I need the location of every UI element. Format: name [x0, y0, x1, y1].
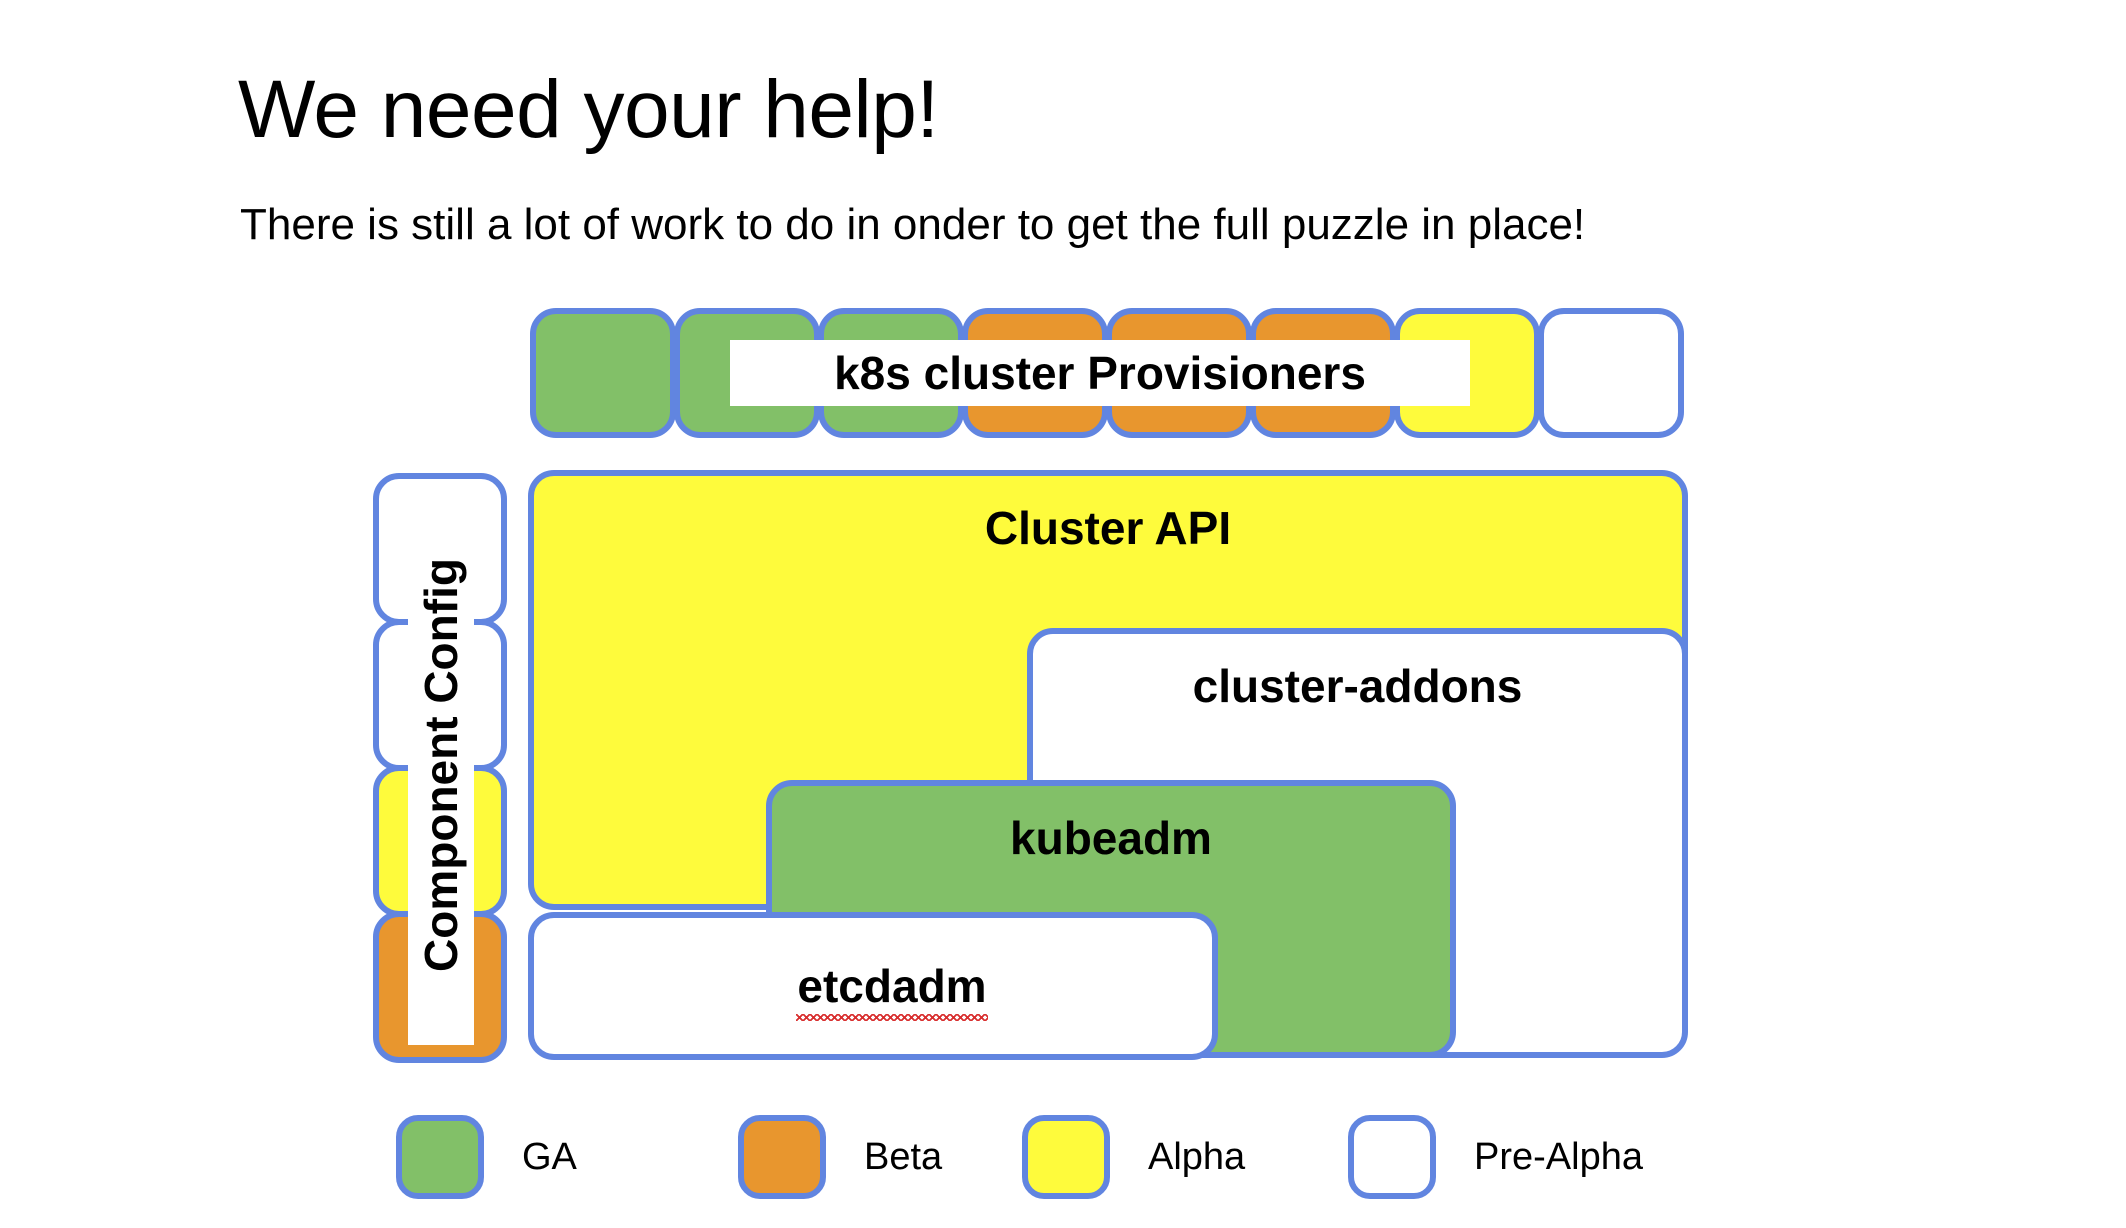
kubeadm-label: kubeadm — [1010, 812, 1212, 864]
legend-label-ga: GA — [522, 1135, 577, 1178]
cluster-addons-label: cluster-addons — [1192, 660, 1523, 712]
provisioner-chip-1[interactable] — [530, 308, 676, 438]
legend-swatch-alpha — [1022, 1115, 1110, 1199]
component-config-label-text: Component Config — [415, 558, 468, 972]
legend-item-beta: Beta — [738, 1112, 942, 1202]
etcdadm-box[interactable]: etcdadm — [528, 912, 1218, 1060]
k8s-cluster-provisioners-label: k8s cluster Provisioners — [730, 340, 1470, 406]
page-title: We need your help! — [238, 63, 939, 155]
component-config-label: Component Config — [408, 485, 474, 1045]
legend-swatch-pre-alpha — [1348, 1115, 1436, 1199]
provisioner-chip-8[interactable] — [1538, 308, 1684, 438]
legend-label-alpha: Alpha — [1148, 1135, 1246, 1178]
cluster-api-label: Cluster API — [984, 502, 1232, 554]
legend-swatch-beta — [738, 1115, 826, 1199]
legend-item-pre-alpha: Pre-Alpha — [1348, 1112, 1643, 1202]
legend-item-ga: GA — [396, 1112, 577, 1202]
legend-label-beta: Beta — [864, 1135, 943, 1178]
maturity-legend: GA Beta Alpha Pre-Alpha — [0, 1112, 2126, 1212]
legend-swatch-ga — [396, 1115, 484, 1199]
page-subtitle: There is still a lot of work to do in on… — [240, 200, 1586, 249]
legend-item-alpha: Alpha — [1022, 1112, 1245, 1202]
legend-label-pre-alpha: Pre-Alpha — [1474, 1135, 1643, 1178]
etcdadm-label: etcdadm — [796, 959, 988, 1022]
